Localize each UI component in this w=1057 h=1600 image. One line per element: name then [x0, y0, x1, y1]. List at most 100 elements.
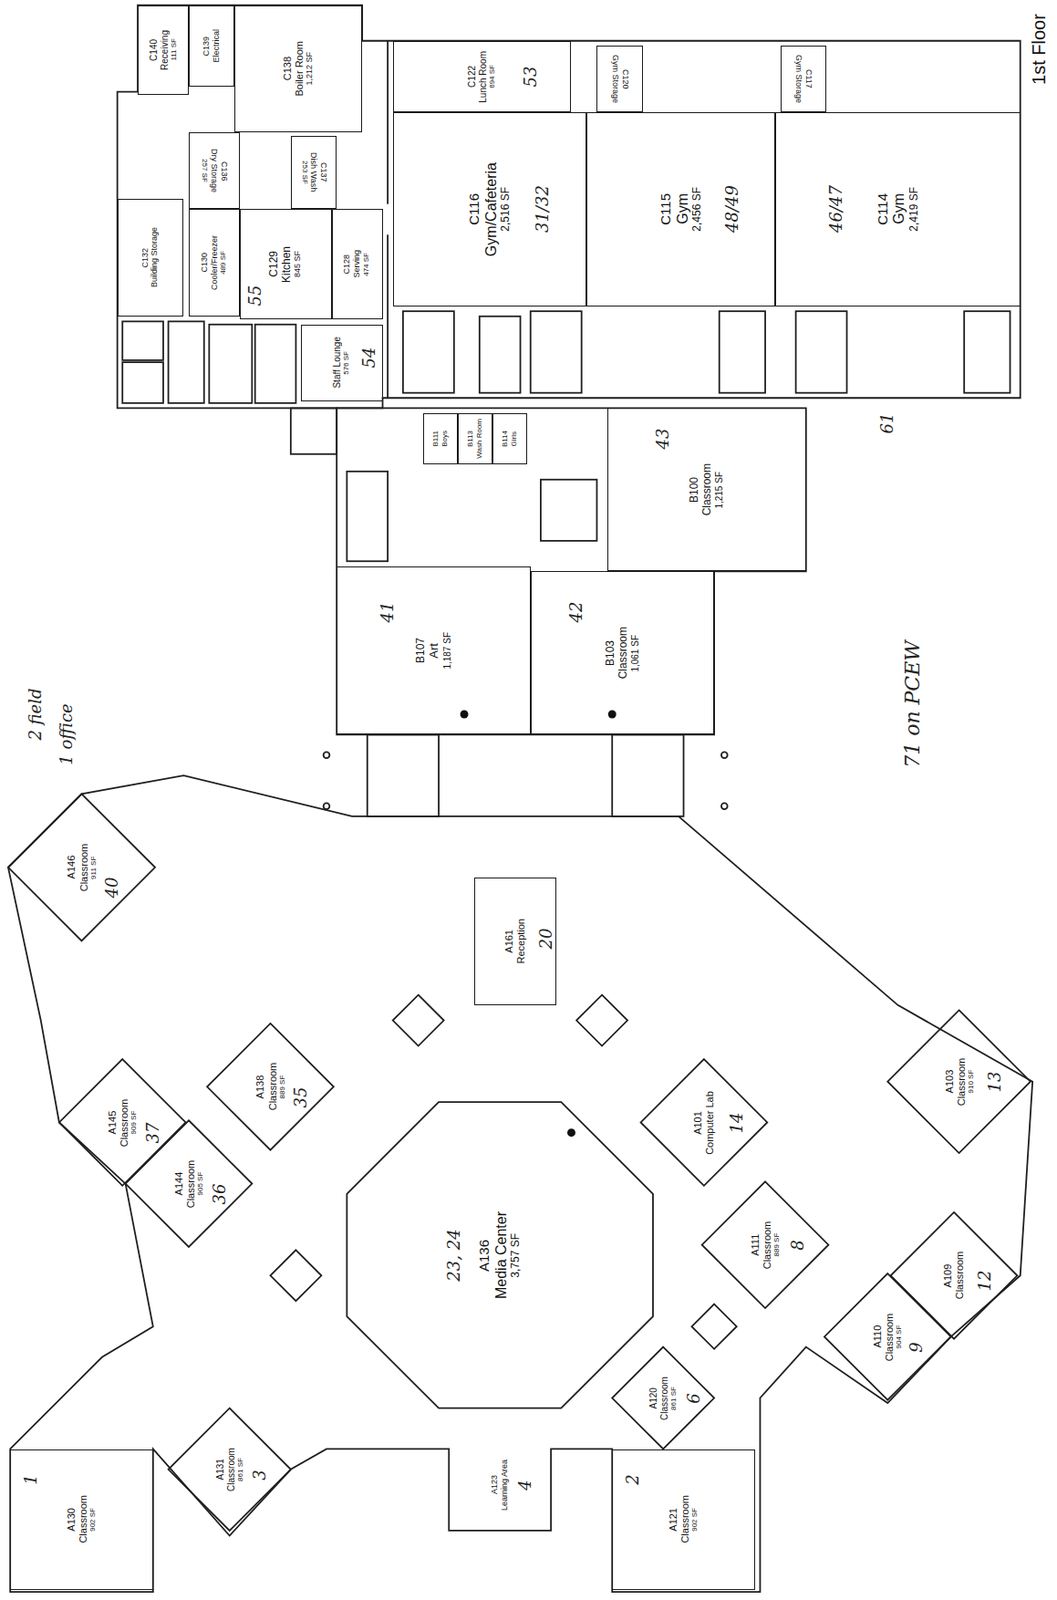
handwritten-note: 43 — [653, 428, 673, 450]
room-box: C120Gym Storage — [596, 45, 643, 113]
room-box: A146Classroom911 SF — [62, 840, 101, 895]
room-box: A138Classroom889 SF — [251, 1059, 290, 1114]
room-text: Classroom — [617, 626, 630, 679]
room-number: A120 — [648, 1387, 659, 1409]
room-text: Gym Storage — [610, 54, 620, 104]
handwritten-note: 2 field — [26, 688, 45, 741]
floor-title: 1st Floor — [1028, 13, 1049, 85]
room-text: Gym — [674, 193, 692, 225]
room-box: A101Computer Lab — [689, 1088, 718, 1158]
room-text: Electrical — [212, 29, 222, 63]
room-number: A136 — [477, 1239, 494, 1272]
room-number: C138 — [281, 56, 293, 81]
room-number: A130 — [65, 1507, 77, 1532]
storage-room — [346, 471, 388, 561]
b-wing-outline — [336, 407, 807, 735]
room-text: 576 SF — [342, 351, 352, 375]
room-text: 1,212 SF — [305, 51, 315, 86]
handwritten-note: 35 — [291, 1086, 311, 1108]
room-number: A145 — [106, 1110, 118, 1135]
room-text: Classroom — [266, 1062, 278, 1111]
room-number: C115 — [658, 193, 674, 226]
a-wing-outline — [8, 775, 1033, 1592]
room-text: 1,215 SF — [714, 471, 725, 509]
handwritten-note: 46/47 — [827, 185, 846, 233]
room-text: 902 SF — [691, 1507, 700, 1532]
room-text: 694 SF — [488, 64, 498, 89]
room-text: 909 SF — [130, 1110, 139, 1135]
room-number: A109 — [942, 1264, 954, 1288]
small-room — [479, 316, 521, 394]
room-number: B107 — [414, 637, 427, 664]
room-box: C115Gym2,456 SF — [586, 112, 776, 307]
room-number: C120 — [620, 69, 630, 90]
room-text: 2,516 SF — [499, 186, 512, 232]
room-text: 845 SF — [293, 250, 303, 278]
room-text: Kitchen — [280, 246, 293, 283]
room-number: B111 — [432, 430, 441, 447]
classroom-outline — [207, 1023, 334, 1151]
small-room — [122, 321, 164, 361]
classroom-outline — [824, 1273, 952, 1400]
room-text: Classroom — [679, 1494, 691, 1544]
room-text: Lunch Room — [477, 51, 488, 104]
room-number: A101 — [692, 1110, 704, 1135]
classroom-outline — [59, 1058, 187, 1186]
room-number: Staff Lounge — [331, 336, 342, 389]
handwritten-note: 23, 24 — [445, 1228, 464, 1281]
room-number: C122 — [466, 65, 477, 88]
handwritten-note: 9 — [907, 1341, 926, 1352]
room-box: A131Classroom861 SF — [211, 1444, 248, 1494]
wall — [386, 234, 389, 398]
room-text: 1,061 SF — [630, 634, 641, 673]
room-text: Classroom — [954, 1057, 966, 1107]
classroom-outline — [887, 1009, 1031, 1153]
room-text: 861 SF — [236, 1457, 245, 1482]
room-text: Receiving — [159, 30, 170, 71]
room-number: C132 — [141, 248, 151, 269]
room-box: A145Classroom909 SF — [103, 1095, 142, 1150]
handwritten-note: 61 — [878, 413, 897, 435]
room-text: Building Storage — [150, 227, 160, 288]
room-number: A144 — [172, 1171, 184, 1196]
handwritten-note: 37 — [144, 1121, 163, 1143]
small-room — [168, 321, 205, 403]
marker-dot — [608, 710, 617, 719]
room-text: Reception — [515, 918, 527, 964]
room-box: C117Gym Storage — [780, 45, 827, 113]
room-box: C122Lunch Room694 SF — [393, 41, 572, 113]
room-box: C137Dish Wash253 SF — [290, 135, 337, 210]
room-box: C128Serving474 SF — [331, 208, 384, 320]
computer-lab-outline — [641, 1058, 768, 1186]
room-box: C140Receiving111 SF — [137, 5, 189, 95]
room-number: A103 — [943, 1069, 954, 1094]
handwritten-note: 20 — [537, 928, 556, 950]
media-center-outline — [346, 1101, 653, 1409]
handwritten-note: 36 — [210, 1182, 229, 1204]
room-text: Classroom — [185, 1159, 197, 1208]
handwritten-note: 40 — [103, 877, 122, 899]
handwritten-note: 1 — [21, 1473, 41, 1484]
handwritten-note: 3 — [250, 1469, 270, 1480]
room-box: B111Boys — [423, 413, 458, 465]
room-text: Serving — [352, 249, 363, 279]
room-text: 911 SF — [89, 855, 98, 879]
room-box: A110Classroom904 SF — [869, 1309, 907, 1364]
office-outline — [691, 1304, 736, 1349]
room-text: Classroom — [225, 1447, 236, 1492]
room-number: B113 — [466, 430, 476, 447]
room-number: B103 — [604, 640, 617, 666]
handwritten-note: 54 — [360, 346, 379, 368]
vestibule — [611, 734, 684, 816]
room-text: 489 SF — [219, 250, 228, 275]
room-box: A111Classroom889 SF — [746, 1218, 785, 1273]
room-box: C130Cooler/Freezer489 SF — [188, 208, 240, 316]
room-box: A144Classroom905 SF — [169, 1156, 208, 1211]
room-text: Wash Room — [476, 418, 485, 459]
room-box: B100Classroom1,215 SF — [607, 407, 807, 571]
room-box: A109Classroom — [939, 1248, 968, 1303]
room-text: 111 SF — [170, 38, 179, 62]
room-number: A161 — [503, 929, 515, 954]
